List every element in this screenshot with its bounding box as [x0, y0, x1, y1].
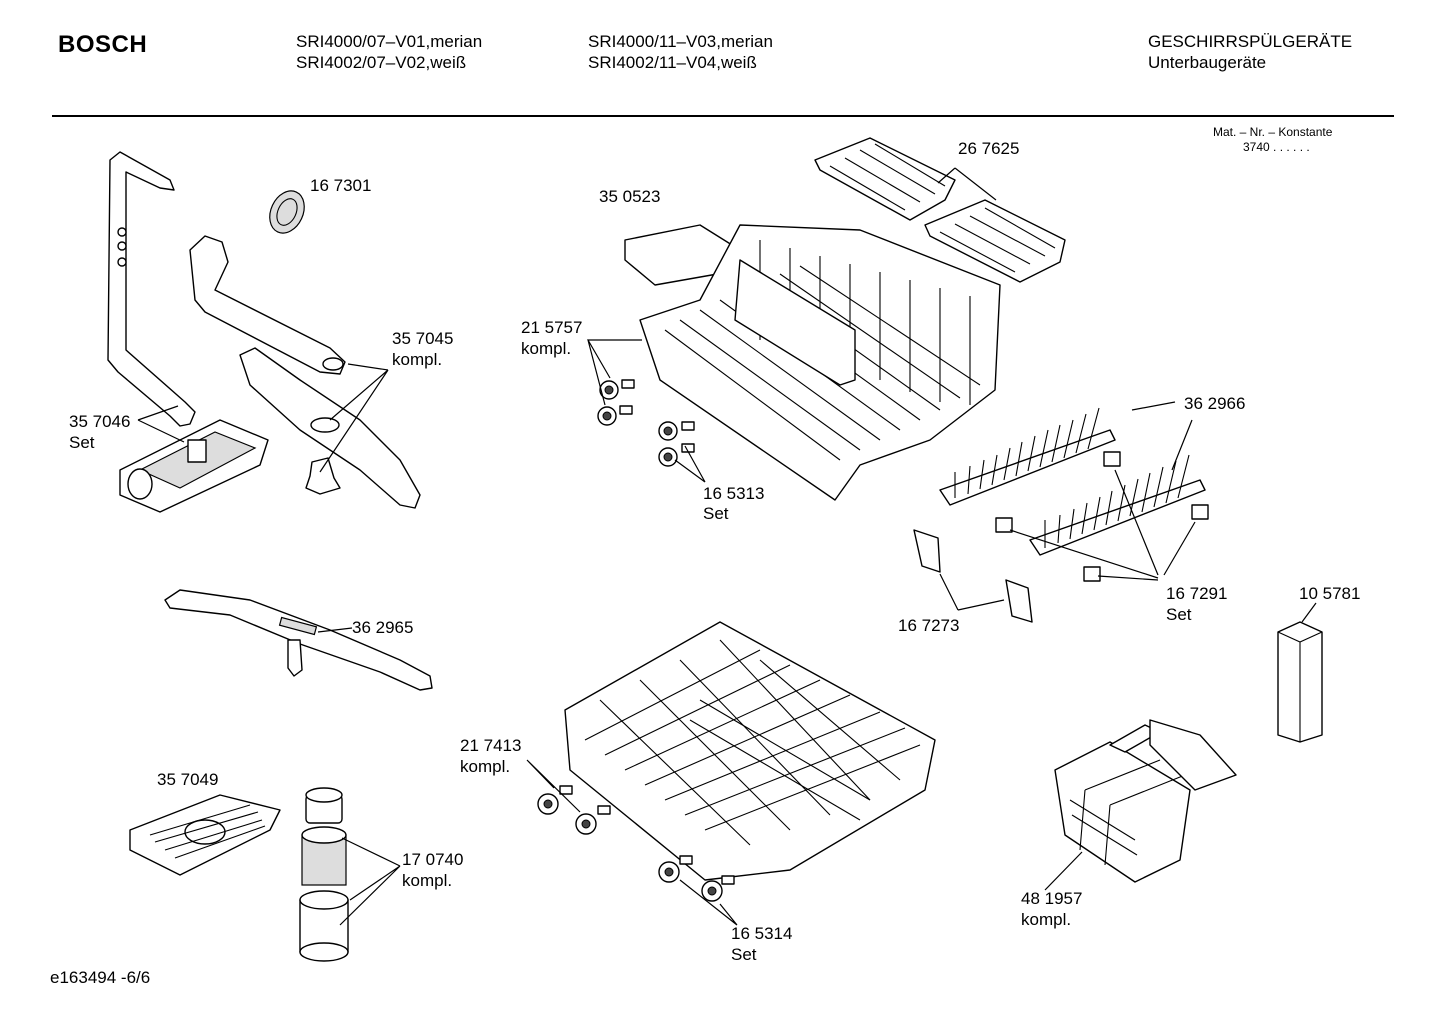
part-sub-167291: Set: [1166, 605, 1192, 624]
lower-spray-arm: [164, 589, 433, 691]
clips: [995, 451, 1209, 582]
part-sub-357045: kompl.: [392, 350, 443, 369]
part-label-105781: 10 5781: [1299, 584, 1361, 603]
model-line-1b: SRI4002/07–V02,weiß: [296, 53, 467, 72]
nozzle-part: [269, 190, 305, 234]
filter-set: [299, 787, 349, 962]
part-label-362966: 36 2966: [1184, 394, 1246, 413]
part-label-165313: 16 5313: [703, 484, 765, 503]
part-sub-165313: Set: [703, 504, 729, 523]
upper-spray-arm: [239, 347, 421, 509]
model-line-1a: SRI4000/07–V01,merian: [296, 32, 483, 51]
part-sub-357046: Set: [69, 433, 95, 452]
part-label-357045: 35 7045: [392, 329, 454, 348]
part-label-167301: 16 7301: [310, 176, 372, 195]
model-line-2b: SRI4002/11–V04,weiß: [588, 53, 757, 72]
part-sub-217413: kompl.: [460, 757, 511, 776]
cutlery-box-insert: [1277, 621, 1323, 743]
part-label-357049: 35 7049: [157, 770, 219, 789]
header-divider: [52, 115, 1394, 117]
category-title: GESCHIRRSPÜLGERÄTE: [1148, 32, 1353, 51]
part-label-481957: 48 1957: [1021, 889, 1083, 908]
mat-constant-label: Mat. – Nr. – Konstante: [1213, 125, 1333, 139]
lower-rollers: [537, 785, 735, 902]
leader-lines: [137, 167, 1317, 926]
document-id: e163494 -6/6: [50, 968, 151, 987]
part-label-267625: 26 7625: [958, 139, 1020, 158]
lower-basket: [564, 621, 936, 881]
mat-constant-value: 3740 . . . . . .: [1243, 140, 1310, 154]
part-label-165314: 16 5314: [731, 924, 793, 943]
model-line-2a: SRI4000/11–V03,merian: [588, 32, 773, 51]
part-label-167273: 16 7273: [898, 616, 960, 635]
part-label-357046: 35 7046: [69, 412, 131, 431]
brand-logo: BOSCH: [58, 31, 148, 58]
cutlery-basket: [1054, 719, 1237, 883]
part-sub-215757: kompl.: [521, 339, 572, 358]
part-label-170740: 17 0740: [402, 850, 464, 869]
part-sub-481957: kompl.: [1021, 910, 1072, 929]
sump-filter: [119, 419, 269, 513]
part-label-215757: 21 5757: [521, 318, 583, 337]
upper-rollers: [597, 379, 695, 467]
upper-arm-tube: [189, 235, 346, 375]
part-label-217413: 21 7413: [460, 736, 522, 755]
part-label-350523: 35 0523: [599, 187, 661, 206]
micro-filter-plate: [129, 794, 281, 876]
part-label-167291: 16 7291: [1166, 584, 1228, 603]
part-sub-170740: kompl.: [402, 871, 453, 890]
part-label-362965: 36 2965: [352, 618, 414, 637]
category-subtitle: Unterbaugeräte: [1148, 53, 1267, 72]
brackets: [913, 529, 1033, 623]
upper-basket: [624, 224, 1001, 501]
cup-shelves: [814, 137, 1066, 283]
tine-rows: [939, 407, 1206, 556]
spray-supply-pipe: [107, 151, 196, 427]
part-sub-165314: Set: [731, 945, 757, 964]
